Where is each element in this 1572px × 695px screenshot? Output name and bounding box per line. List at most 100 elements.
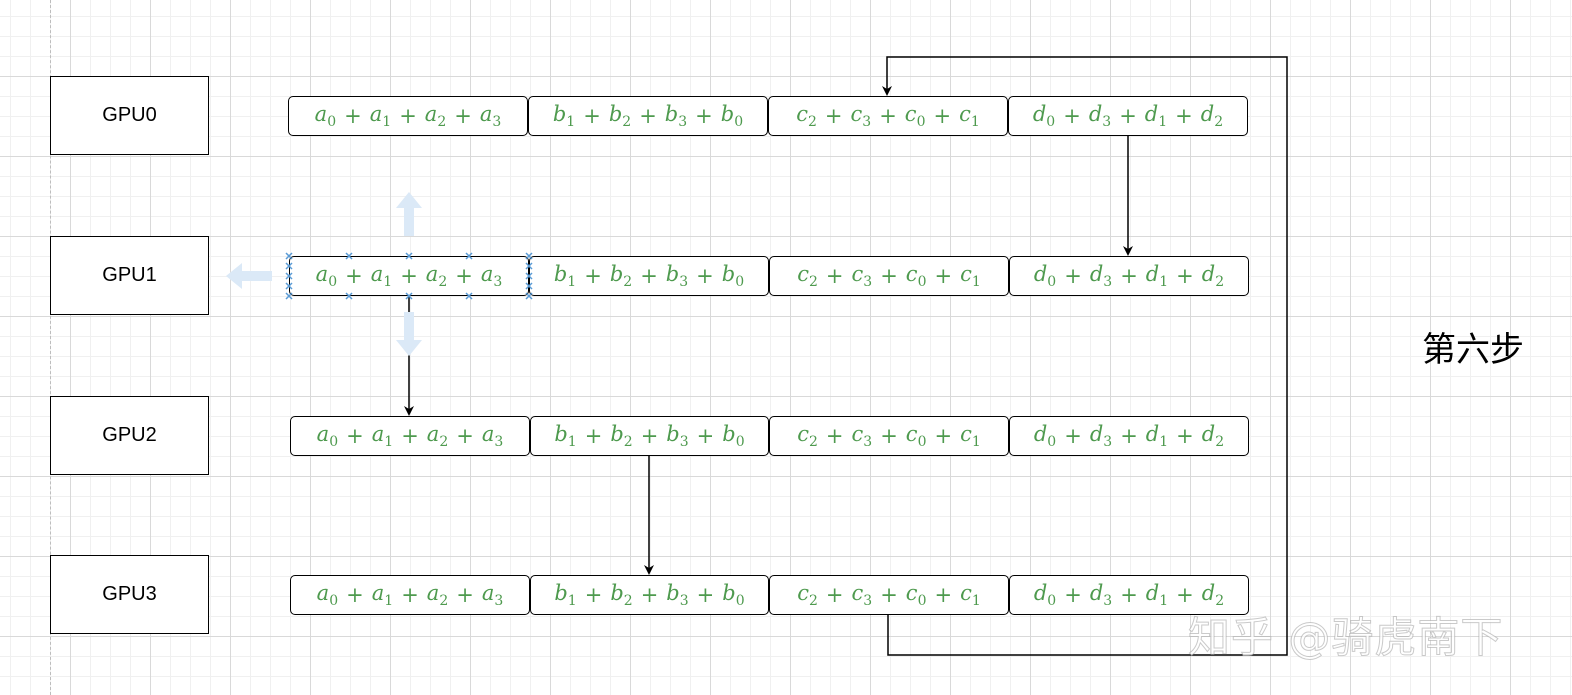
gpu2-label: GPU2: [102, 424, 157, 446]
term: d2: [1200, 101, 1224, 131]
term: b0: [721, 261, 745, 291]
term: a2: [425, 261, 448, 291]
plus-sign: +: [934, 264, 953, 288]
term: c2: [797, 580, 818, 610]
quick-connect-left-icon: [226, 263, 272, 289]
term-subscript: 1: [566, 114, 576, 131]
plus-sign: +: [825, 583, 844, 607]
gpu1-chunk-a[interactable]: a0+a1+a2+a3: [289, 256, 529, 296]
gpu1-box[interactable]: GPU1: [50, 236, 209, 315]
term: d3: [1088, 101, 1112, 131]
term: a3: [481, 421, 504, 451]
term-subscript: 3: [1103, 434, 1113, 451]
quick-connect-arrows[interactable]: [226, 192, 422, 356]
gpu3-chunk-c[interactable]: c2+c3+c0+c1: [769, 575, 1009, 615]
plus-sign: +: [584, 583, 603, 607]
gpu3-box[interactable]: GPU3: [50, 555, 209, 634]
term: b3: [666, 580, 689, 610]
arrow-gpu3-to-gpu0[interactable]: [882, 56, 1288, 656]
term-subscript: 2: [807, 114, 817, 131]
term: c1: [960, 421, 981, 451]
term-subscript: 2: [808, 434, 818, 451]
term-subscript: 3: [863, 274, 873, 291]
gpu0-box[interactable]: GPU0: [50, 76, 209, 155]
term: a2: [426, 580, 449, 610]
term-subscript: 2: [808, 593, 818, 610]
term-subscript: 1: [384, 434, 394, 451]
selection-overlay[interactable]: [226, 192, 533, 356]
term-subscript: 0: [1047, 593, 1057, 610]
term-subscript: 0: [735, 434, 745, 451]
term: a1: [371, 421, 394, 451]
term-subscript: 2: [1214, 114, 1224, 131]
plus-sign: +: [344, 104, 362, 128]
term: d0: [1033, 580, 1057, 610]
term-subscript: 2: [437, 114, 447, 131]
gpu0-chunk-a[interactable]: a0+a1+a2+a3: [288, 96, 528, 136]
term-subscript: 3: [679, 274, 689, 291]
term-subscript: 0: [917, 434, 927, 451]
plus-sign: +: [934, 424, 953, 448]
term-subscript: 3: [492, 114, 502, 131]
term: d0: [1033, 261, 1057, 291]
gpu1-chunk-c[interactable]: c2+c3+c0+c1: [769, 256, 1009, 296]
plus-sign: +: [640, 424, 659, 448]
term-subscript: 0: [1047, 434, 1057, 451]
term-subscript: 1: [1159, 593, 1169, 610]
term-subscript: 1: [567, 593, 577, 610]
term: a3: [481, 580, 504, 610]
plus-sign: +: [583, 104, 601, 128]
plus-sign: +: [456, 583, 474, 607]
plus-sign: +: [696, 424, 715, 448]
gpu3-chunk-a[interactable]: a0+a1+a2+a3: [290, 575, 530, 615]
term: b2: [610, 580, 633, 610]
term: d1: [1145, 580, 1169, 610]
term-subscript: 0: [917, 274, 927, 291]
watermark: 知乎 @骑虎南下: [1187, 613, 1504, 663]
gpu1-chunk-d[interactable]: d0+d3+d1+d2: [1009, 256, 1249, 296]
term: a2: [426, 421, 449, 451]
term-subscript: 3: [678, 114, 688, 131]
term-subscript: 0: [329, 434, 339, 451]
quick-connect-up-icon: [396, 192, 422, 236]
term: c3: [851, 261, 873, 291]
term: b0: [722, 421, 745, 451]
plus-sign: +: [640, 264, 658, 288]
term-subscript: 2: [623, 274, 633, 291]
term-subscript: 3: [863, 434, 873, 451]
term-subscript: 2: [439, 434, 449, 451]
gpu3-chunk-b[interactable]: b1+b2+b3+b0: [530, 575, 769, 615]
gpu0-chunk-d[interactable]: d0+d3+d1+d2: [1008, 96, 1248, 136]
gpu2-chunk-b[interactable]: b1+b2+b3+b0: [530, 416, 769, 456]
term-subscript: 2: [622, 114, 632, 131]
term: b2: [608, 101, 632, 131]
plus-sign: +: [456, 424, 474, 448]
gpu3-chunk-d[interactable]: d0+d3+d1+d2: [1009, 575, 1249, 615]
selection-handles[interactable]: [285, 252, 533, 300]
term-subscript: 1: [971, 274, 981, 291]
gpu2-chunk-a[interactable]: a0+a1+a2+a3: [290, 416, 530, 456]
term: d1: [1145, 421, 1169, 451]
plus-sign: +: [399, 104, 417, 128]
gpu2-chunk-d[interactable]: d0+d3+d1+d2: [1009, 416, 1249, 456]
gpu0-chunk-b[interactable]: b1+b2+b3+b0: [528, 96, 768, 136]
plus-sign: +: [1064, 583, 1082, 607]
gpu1-chunk-b[interactable]: b1+b2+b3+b0: [529, 256, 769, 296]
term-subscript: 3: [494, 593, 504, 610]
term-subscript: 1: [384, 593, 394, 610]
term: b2: [609, 261, 633, 291]
plus-sign: +: [1120, 424, 1138, 448]
gpu0-chunk-c[interactable]: c2+c3+c0+c1: [768, 96, 1008, 136]
gpu2-box[interactable]: GPU2: [50, 396, 209, 475]
term-subscript: 3: [863, 593, 873, 610]
gpu0-label: GPU0: [102, 104, 157, 126]
plus-sign: +: [824, 104, 843, 128]
term-subscript: 0: [734, 114, 744, 131]
term-subscript: 0: [917, 593, 927, 610]
term: a1: [370, 261, 393, 291]
plus-sign: +: [825, 424, 844, 448]
term-subscript: 1: [382, 114, 392, 131]
term: c1: [960, 261, 981, 291]
gpu2-chunk-c[interactable]: c2+c3+c0+c1: [769, 416, 1009, 456]
term: b3: [664, 101, 688, 131]
